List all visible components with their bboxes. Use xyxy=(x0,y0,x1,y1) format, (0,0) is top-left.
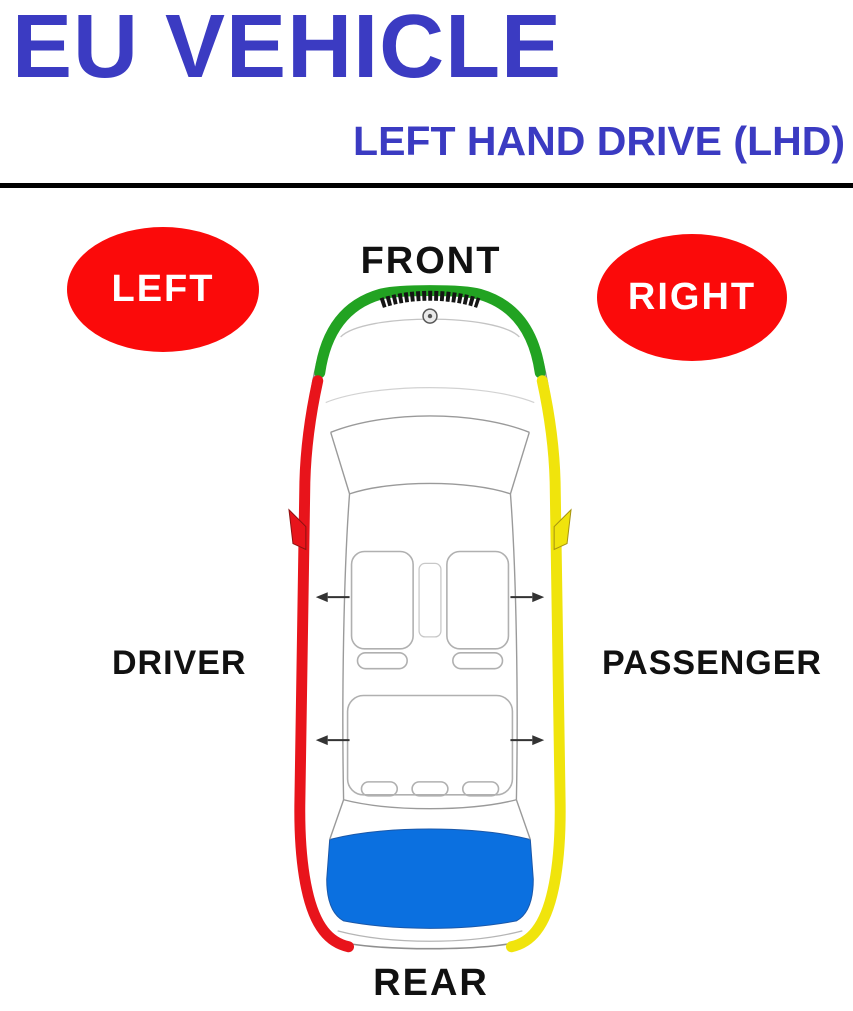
rear-highlight xyxy=(326,828,534,929)
front-passenger-seat-back xyxy=(452,651,504,670)
front-label: FRONT xyxy=(360,240,502,282)
c-pillar-right xyxy=(515,799,531,840)
right-badge: RIGHT xyxy=(597,234,787,361)
divider xyxy=(0,183,853,188)
rear-bench xyxy=(346,694,514,796)
driver-seat-back xyxy=(356,651,408,670)
a-pillar-right xyxy=(509,432,530,495)
door-width-arrows xyxy=(315,592,545,746)
car-top-view xyxy=(288,285,572,953)
front-passenger-seat xyxy=(446,550,510,650)
page-subtitle: LEFT HAND DRIVE (LHD) xyxy=(353,118,845,164)
c-pillar-left xyxy=(329,799,345,840)
front-highlight xyxy=(314,285,546,379)
driver-seat xyxy=(350,550,414,650)
roof-side-left xyxy=(342,493,351,800)
cowl-line xyxy=(325,387,535,404)
rear-label: REAR xyxy=(373,962,489,1004)
grille xyxy=(379,290,481,308)
passenger-label: PASSENGER xyxy=(602,644,822,682)
roof-front-line xyxy=(349,482,511,495)
right-badge-label: RIGHT xyxy=(627,276,757,318)
page-title: EU VEHICLE xyxy=(12,0,563,97)
driver-label: DRIVER xyxy=(112,644,247,682)
right-highlight xyxy=(505,375,566,953)
right-mirror xyxy=(553,508,572,551)
rear-bumper-line xyxy=(337,930,523,942)
rear-headrest-left xyxy=(360,781,399,797)
emblem-dot xyxy=(427,313,433,319)
a-pillar-left xyxy=(330,432,351,495)
windshield-line xyxy=(330,415,530,433)
left-mirror xyxy=(288,508,307,551)
roof-side-right xyxy=(509,493,518,800)
rear-headrest-right xyxy=(461,781,500,797)
rear-headrest-center xyxy=(411,781,449,797)
left-badge-label: LEFT xyxy=(111,268,215,310)
center-console xyxy=(418,562,442,638)
roof-rear-line xyxy=(343,799,517,810)
left-badge: LEFT xyxy=(67,227,259,352)
left-highlight xyxy=(294,375,355,953)
